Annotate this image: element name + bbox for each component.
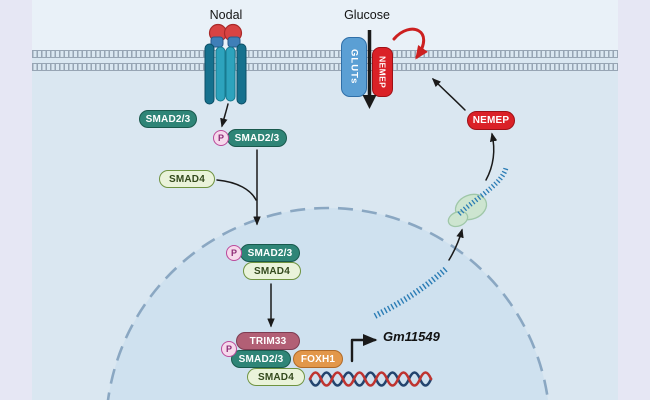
smad4-join-line — [216, 179, 257, 201]
translation-to-nemep-arrow — [485, 132, 498, 181]
phospho-badge: P — [221, 341, 237, 357]
nascent-mrna-icon — [457, 167, 509, 216]
membrane-leaflet-inner — [32, 63, 618, 71]
glucose-label: Glucose — [344, 8, 390, 22]
gluts-label: GLUTs — [348, 49, 360, 85]
nodal-label: Nodal — [209, 8, 243, 22]
phospho-badge: P — [213, 130, 229, 146]
nucleus — [106, 206, 550, 400]
transcription-smad4-pill: SMAD4 — [247, 368, 305, 386]
nuclear-smad23-pill: SMAD2/3 — [240, 244, 300, 262]
dna-helix-icon — [308, 371, 433, 387]
nuclear-smad4-pill: SMAD4 — [243, 262, 301, 280]
left-margin — [0, 0, 32, 400]
right-margin — [618, 0, 650, 400]
foxh1-pill: FOXH1 — [293, 350, 343, 368]
trim33-pill: TRIM33 — [236, 332, 300, 350]
nemep-to-membrane-arrow — [431, 77, 466, 111]
mrna-export-arrow — [448, 228, 464, 261]
smad4-pill: SMAD4 — [159, 170, 215, 188]
gluts-transporter: GLUTs — [341, 37, 367, 97]
receptor-phosphorylation-arrow — [220, 103, 229, 128]
smad23-pill: SMAD2/3 — [139, 110, 197, 128]
signal-arrows — [216, 77, 498, 363]
gene-label: Gm11549 — [383, 329, 440, 344]
nemep-membrane-label: NEMEP — [377, 55, 388, 89]
phospho-badge: P — [226, 245, 242, 261]
cell-membrane — [32, 50, 618, 74]
transcription-start-arrow — [350, 334, 378, 363]
membrane-leaflet-outer — [32, 50, 618, 58]
extracellular-region — [32, 0, 618, 50]
nemep-pill: NEMEP — [467, 111, 515, 130]
mrna-icon — [373, 265, 449, 319]
transcription-smad23-pill: SMAD2/3 — [231, 350, 291, 368]
nemep-membrane-protein: NEMEP — [372, 47, 393, 97]
ribosome-icon — [447, 167, 509, 228]
smad23-phospho-pill: SMAD2/3 — [227, 129, 287, 147]
